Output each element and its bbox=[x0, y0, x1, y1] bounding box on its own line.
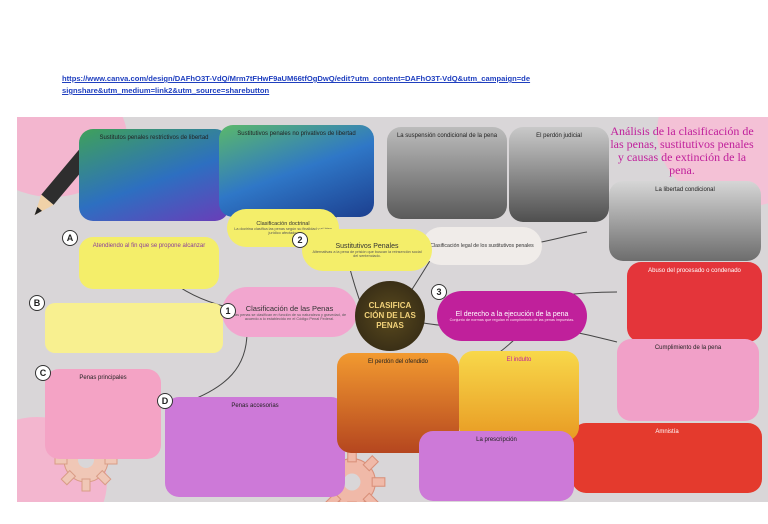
hub-body: Alternativas a la pena de prisión que bu… bbox=[312, 249, 422, 258]
box-title: Atendiendo al fin que se propone alcanza… bbox=[92, 243, 206, 249]
marker-two: 2 bbox=[292, 232, 308, 248]
marker-three: 3 bbox=[431, 284, 447, 300]
main-title: Análisis de la clasificación de las pena… bbox=[610, 124, 754, 177]
box-amnistia: Amnistía bbox=[572, 423, 762, 493]
box-title: Amnistía bbox=[655, 429, 679, 435]
box-title: El indulto bbox=[506, 357, 532, 363]
marker-d: D bbox=[157, 393, 173, 409]
mind-map-board: Sustitutos penales restrictivos de liber… bbox=[17, 117, 768, 502]
hub-body: Conjunto de normas que regulan el cumpli… bbox=[449, 317, 575, 322]
hub-clasificacion-legal: Clasificación legal de los sustitutivos … bbox=[422, 227, 542, 265]
hub-title: Clasificación doctrinal bbox=[256, 221, 310, 227]
box-cumplimiento-pena: Cumplimiento de la pena bbox=[617, 339, 759, 421]
hub-sustitutivos-penales: Sustitutivos Penales Alternativas a la p… bbox=[302, 229, 432, 271]
marker-c: C bbox=[35, 365, 51, 381]
box-body: ​ bbox=[87, 144, 221, 149]
box-title: La prescripción bbox=[476, 437, 517, 443]
box-abuso-procesado: Abuso del procesado o condenado bbox=[627, 262, 762, 342]
box-title: Penas principales bbox=[79, 375, 127, 381]
box-title: La suspensión condicional de la pena bbox=[396, 133, 498, 139]
box-title: El perdón del ofendido bbox=[367, 359, 429, 365]
center-title-text: CLASIFICA CIÓN DE LAS PENAS bbox=[364, 301, 416, 330]
box-title: El perdón judicial bbox=[536, 133, 582, 139]
hub-title: Clasificación de las Penas bbox=[245, 303, 334, 313]
marker-a: A bbox=[62, 230, 78, 246]
box-indulto: El indulto bbox=[459, 351, 579, 441]
box-sustitutos-restrictivos: Sustitutos penales restrictivos de liber… bbox=[79, 129, 229, 221]
hub-title: Clasificación legal de los sustitutivos … bbox=[430, 243, 534, 249]
box-title: La libertad condicional bbox=[655, 187, 715, 193]
hub-title: El derecho a la ejecución de la pena bbox=[455, 310, 569, 318]
hub-title: Sustitutivos Penales bbox=[335, 242, 399, 250]
box-prescripcion: La prescripción bbox=[419, 431, 574, 501]
box-sustitutivos-no-privativos: Sustitutivos penales no privativos de li… bbox=[219, 125, 374, 217]
box-b-detail bbox=[45, 303, 223, 353]
hub-clasificacion-penas: Clasificación de las Penas Las penas se … bbox=[222, 287, 357, 337]
box-title: Cumplimiento de la pena bbox=[654, 345, 722, 351]
marker-b: B bbox=[29, 295, 45, 311]
center-title: CLASIFICA CIÓN DE LAS PENAS bbox=[355, 281, 425, 351]
hub-body: Las penas se clasifican en función de su… bbox=[232, 312, 347, 321]
hub-derecho-ejecucion: El derecho a la ejecución de la pena Con… bbox=[437, 291, 587, 341]
box-title: Abuso del procesado o condenado bbox=[648, 268, 741, 274]
box-libertad-condicional: La libertad condicional bbox=[609, 181, 761, 261]
box-title: Penas accesorias bbox=[231, 403, 279, 409]
box-penas-accesorias: Penas accesorias bbox=[165, 397, 345, 497]
hub-body: La doctrina clasifica las penas según su… bbox=[234, 227, 332, 235]
box-penas-principales: Penas principales bbox=[45, 369, 161, 459]
canva-link[interactable]: https://www.canva.com/design/DAFhO3T-VdQ… bbox=[62, 74, 531, 95]
marker-one: 1 bbox=[220, 303, 236, 319]
box-title: Sustitutos penales restrictivos de liber… bbox=[99, 135, 209, 141]
box-suspension-condicional: La suspensión condicional de la pena bbox=[387, 127, 507, 219]
box-perdon-judicial: El perdón judicial bbox=[509, 127, 609, 222]
box-atendiendo-fin: Atendiendo al fin que se propone alcanza… bbox=[79, 237, 219, 289]
box-title: Sustitutivos penales no privativos de li… bbox=[237, 131, 356, 137]
